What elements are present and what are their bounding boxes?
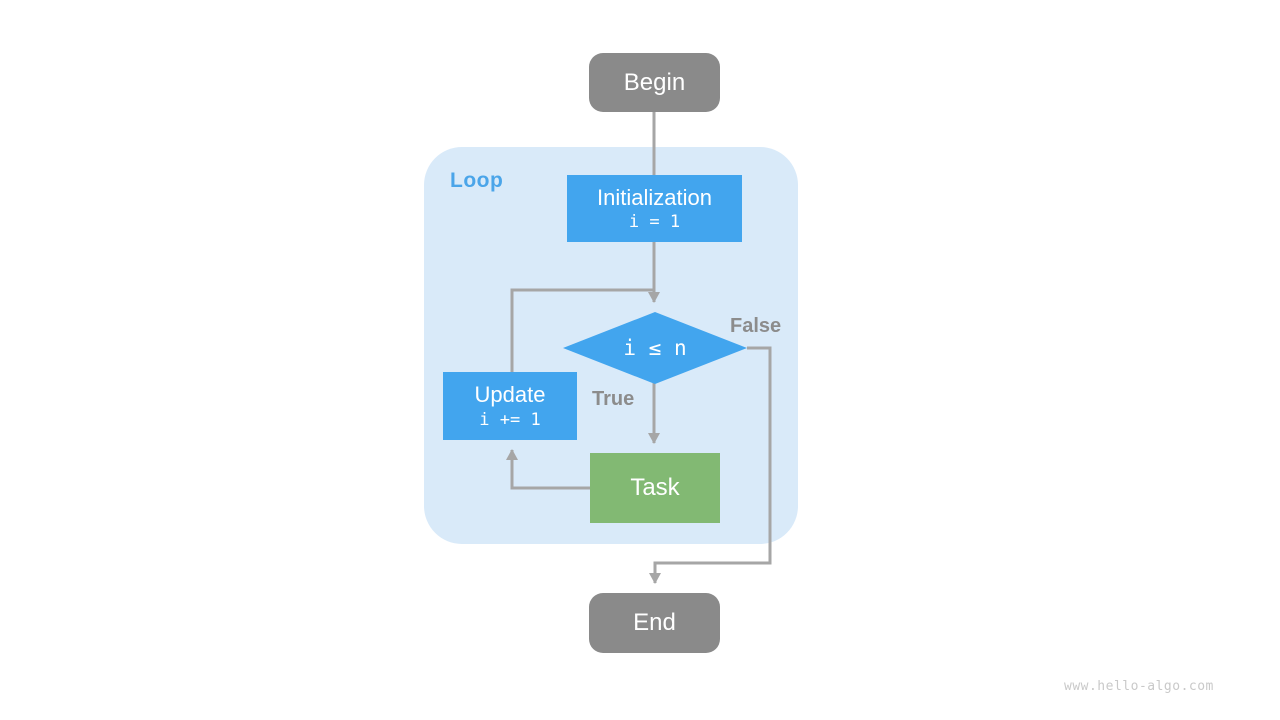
update-node-code: i += 1 — [479, 409, 541, 430]
false-edge-label: False — [730, 315, 782, 337]
initialization-node-code: i = 1 — [628, 212, 681, 233]
initialization-node: Initialization i = 1 — [567, 175, 742, 242]
end-node-label: End — [633, 609, 676, 636]
condition-expression: i ≤ n — [623, 335, 687, 360]
true-edge-label: True — [592, 388, 635, 410]
update-node: Update i += 1 — [443, 372, 577, 440]
initialization-node-label: Initialization — [597, 184, 712, 210]
edge-update-to-condition — [510, 288, 654, 372]
watermark: www.hello-algo.com — [1064, 679, 1214, 694]
task-node-label: Task — [630, 474, 680, 501]
edge-task-to-update — [506, 449, 590, 490]
begin-node-label: Begin — [623, 68, 686, 96]
loop-label: Loop — [450, 169, 504, 192]
update-node-label: Update — [474, 382, 546, 408]
end-node: End — [589, 593, 720, 653]
task-node: Task — [590, 453, 720, 523]
edge-condition-to-end — [649, 346, 772, 584]
begin-node: Begin — [589, 53, 720, 112]
